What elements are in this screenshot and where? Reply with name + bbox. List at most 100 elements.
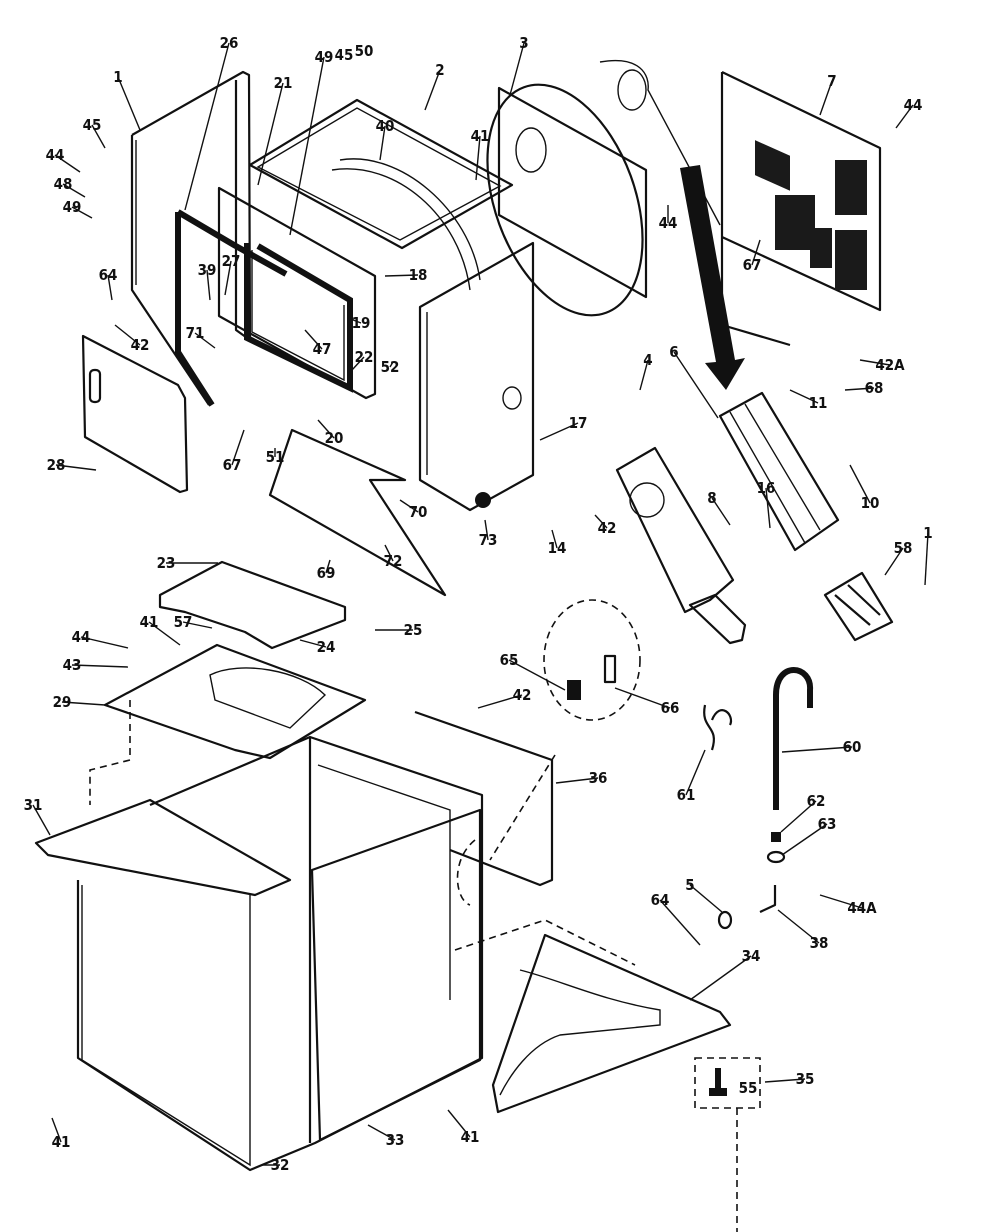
part-number-label: 14 <box>548 539 567 557</box>
part-number-label: 49 <box>63 198 82 216</box>
top-part-24 <box>158 560 347 650</box>
part-number-label: 39 <box>198 261 217 279</box>
part-number-label: 45 <box>83 116 102 134</box>
leader-line <box>80 636 129 649</box>
part-number-label: 71 <box>186 324 205 342</box>
leader-line <box>685 749 706 796</box>
leader-line <box>117 76 141 131</box>
part-number-label: 20 <box>325 429 344 447</box>
part-number-label: 42 <box>131 336 150 354</box>
leader-line <box>61 701 106 706</box>
part-number-label: 31 <box>24 796 43 814</box>
front-panel-part-1 <box>130 70 252 406</box>
part-number-label: 33 <box>386 1131 405 1149</box>
part-number-label: 62 <box>807 792 826 810</box>
leader-line <box>689 955 752 1001</box>
part-number-label: 41 <box>471 127 490 145</box>
leader-line <box>539 422 579 441</box>
leader-line <box>367 1124 396 1141</box>
rear-bulkhead-part-3 <box>486 59 721 317</box>
part-number-label: 44 <box>904 96 923 114</box>
part-number-label: 67 <box>223 456 242 474</box>
part-number-label: 6 <box>669 343 678 361</box>
back-panel-part-7 <box>720 71 882 347</box>
leader-line <box>765 487 771 529</box>
rear-access-panel-part-36 <box>414 710 554 887</box>
leader-line <box>781 823 828 856</box>
leader-line <box>884 547 904 576</box>
leader-line <box>289 56 325 236</box>
leader-line <box>673 351 719 419</box>
heater-housing-part-6 <box>718 391 840 552</box>
part-number-label: 68 <box>865 379 884 397</box>
leader-line <box>508 659 566 691</box>
leader-line <box>91 124 106 149</box>
part-66 <box>603 654 617 684</box>
leader-line <box>484 519 489 541</box>
exhaust-duct-part-4 <box>615 446 747 645</box>
elbow-part-38 <box>759 885 777 913</box>
part-number-label: 48 <box>54 175 73 193</box>
leader-line <box>594 514 608 529</box>
leader-line <box>555 777 599 784</box>
part-number-label: 41 <box>461 1128 480 1146</box>
leader-line <box>689 884 723 913</box>
leader-line <box>71 206 93 219</box>
part-number-label: 10 <box>861 494 880 512</box>
part-number-label: 3 <box>519 34 528 52</box>
part-number-label: 27 <box>222 252 241 270</box>
leader-line <box>924 532 929 586</box>
side-panel-part-17 <box>418 241 535 512</box>
part-number-label: 26 <box>220 34 239 52</box>
leader-line <box>844 387 875 391</box>
leader-line <box>399 499 419 513</box>
part-number-label: 23 <box>157 554 176 572</box>
cabinet-part-32 <box>34 735 484 1172</box>
leader-line <box>764 1078 806 1083</box>
part-number-label: 38 <box>810 934 829 952</box>
leader-line <box>551 529 558 549</box>
part-number-label: 21 <box>274 74 293 92</box>
part-number-label: 63 <box>818 815 837 833</box>
leader-line <box>789 389 819 404</box>
leader-line <box>859 359 891 366</box>
leader-line <box>659 899 701 946</box>
part-number-label: 65 <box>500 651 519 669</box>
part-number-label: 44A <box>847 899 877 917</box>
leader-line <box>71 664 129 668</box>
part-number-label: 47 <box>313 340 332 358</box>
part-number-label: 32 <box>271 1156 290 1174</box>
part-number-label: 29 <box>53 693 72 711</box>
part-number-label: 4 <box>643 351 652 369</box>
part-number-label: 1 <box>923 524 932 542</box>
part-number-label: 35 <box>796 1070 815 1088</box>
leader-line <box>148 621 181 646</box>
part-number-label: 17 <box>569 414 588 432</box>
direction-arrow <box>680 165 745 390</box>
leader-line <box>184 42 230 211</box>
base-frame-part-29 <box>103 643 367 760</box>
part-number-label: 36 <box>589 769 608 787</box>
part-number-label: 72 <box>384 552 403 570</box>
leader-line <box>351 356 365 371</box>
part-number-label: 42 <box>598 519 617 537</box>
part-number-label: 11 <box>809 394 828 412</box>
leader-line <box>55 464 97 471</box>
part-number-label: 50 <box>355 42 374 60</box>
toe-plate-part-69 <box>268 428 447 597</box>
part-number-label: 16 <box>757 479 776 497</box>
leader-line <box>114 324 141 346</box>
part-5 <box>717 910 733 930</box>
part-number-label: 61 <box>677 786 696 804</box>
leader-line <box>304 329 323 350</box>
part-number-label: 40 <box>376 117 395 135</box>
part-number-label: 49 <box>315 48 334 66</box>
part-number-label: 25 <box>404 621 423 639</box>
leader-line <box>819 894 863 909</box>
leader-line <box>819 80 833 116</box>
leader-line <box>895 104 914 129</box>
leader-line <box>849 464 871 504</box>
leader-line <box>32 804 51 836</box>
